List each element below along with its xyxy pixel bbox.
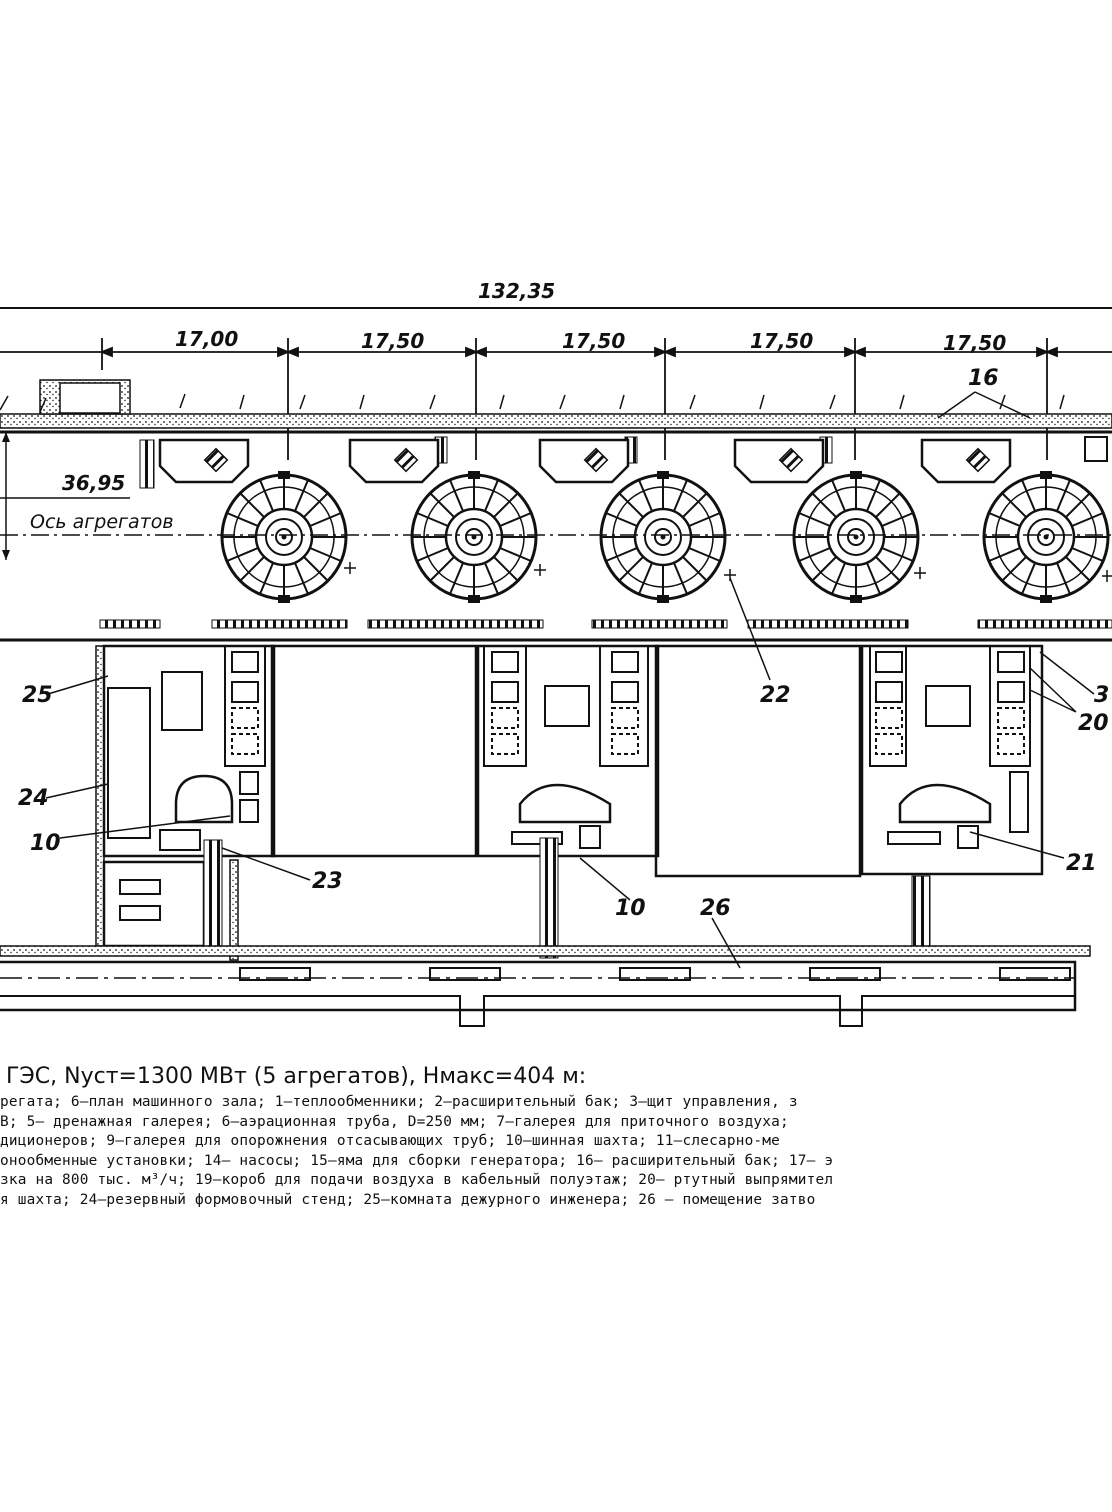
tank-4 <box>733 438 825 484</box>
callout-22: 22 <box>760 683 791 708</box>
callout-25: 25 <box>22 683 53 708</box>
aeration-markers <box>344 562 1112 582</box>
tank-2 <box>348 438 440 484</box>
legend-line-1: регата; 6—план машинного зала; 1—теплооб… <box>0 1094 798 1110</box>
offset-dimension: 36,95 <box>0 432 130 560</box>
generator-unit-5 <box>982 469 1110 605</box>
legend-line-6: я шахта; 24—резервный формовочный стенд;… <box>0 1191 816 1208</box>
offset-dimension-label: 36,95 <box>62 471 125 495</box>
tank-5 <box>920 438 1012 484</box>
upstream-wall <box>0 379 1112 434</box>
legend-line-2: В; 5— дренажная галерея; 6—аэрационная т… <box>0 1113 789 1130</box>
overall-dimension-label: 132,35 <box>478 279 555 303</box>
auxiliary-rooms <box>0 644 1091 1027</box>
generator-unit-3 <box>599 469 727 605</box>
callout-3: 3 <box>1094 683 1109 708</box>
machine-hall-downstream-wall <box>0 619 1112 642</box>
callout-20: 20 <box>1078 711 1109 736</box>
legend-line-3: диционеров; 9—галерея для опорожнения от… <box>0 1133 781 1149</box>
tank-3 <box>538 438 630 484</box>
figure-caption: ГЭС, Nуст=1300 МВт (5 агрегатов), Hмакс=… <box>0 1064 1112 1210</box>
overall-dimension: 132,35 <box>0 279 1112 309</box>
span-dimensions <box>0 338 1112 460</box>
power-station-plan-drawing: 132,35 17,00 17,50 17,50 17,50 17,50 16 … <box>0 279 1112 1027</box>
span-label-4: 17,50 <box>750 329 813 353</box>
span-label-2: 17,50 <box>361 329 424 353</box>
legend-line-5: зка на 800 тыс. м³/ч; 19—короб для подач… <box>0 1172 834 1188</box>
span-label-1: 17,00 <box>175 327 238 351</box>
generator-unit-1 <box>220 469 348 605</box>
tank-1 <box>158 438 250 484</box>
callout-26: 26 <box>700 896 731 921</box>
callout-21: 21 <box>1066 851 1097 876</box>
callout-10-mid: 10 <box>615 896 646 921</box>
callout-16: 16 <box>968 366 999 391</box>
callout-10-left: 10 <box>30 831 61 856</box>
span-label-5: 17,50 <box>943 331 1006 355</box>
callout-23: 23 <box>312 869 343 894</box>
generator-unit-4 <box>792 469 920 605</box>
callout-24: 24 <box>18 786 49 811</box>
span-label-3: 17,50 <box>562 329 625 353</box>
caption-title: ГЭС, Nуст=1300 МВт (5 агрегатов), Hмакс=… <box>6 1064 587 1089</box>
generator-unit-2 <box>410 469 538 605</box>
units-axis-label: Ось агрегатов <box>30 511 174 533</box>
legend-line-4: онообменные установки; 14— насосы; 15—ям… <box>0 1152 834 1169</box>
